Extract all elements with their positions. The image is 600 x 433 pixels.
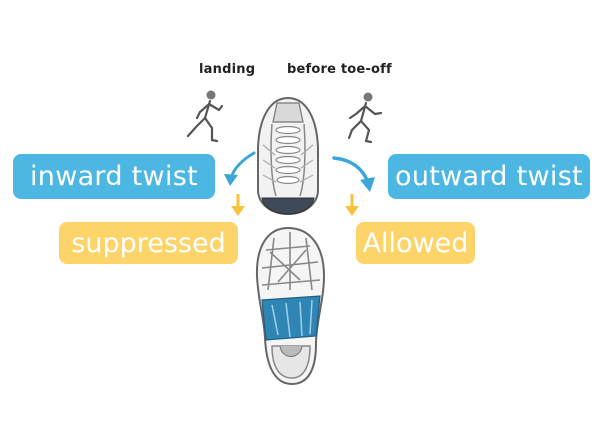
runner-landing-icon: [186, 90, 224, 143]
runner-toe-off-icon: [347, 92, 383, 144]
inward-twist-label: inward twist: [13, 154, 215, 199]
shoe-top-view: [257, 96, 319, 216]
outward-twist-arrow: [332, 156, 375, 192]
inward-twist-arrow: [224, 151, 256, 186]
shoe-sole-view: [255, 226, 326, 386]
phase-label-landing: landing: [199, 62, 256, 77]
suppressed-label: suppressed: [59, 222, 238, 264]
allowed-label: Allowed: [356, 222, 475, 264]
phase-label-before-toe-off: before toe-off: [287, 62, 392, 77]
allowed-down-arrow: [345, 194, 359, 216]
outward-twist-label: outward twist: [388, 154, 590, 199]
suppressed-down-arrow: [231, 194, 245, 216]
